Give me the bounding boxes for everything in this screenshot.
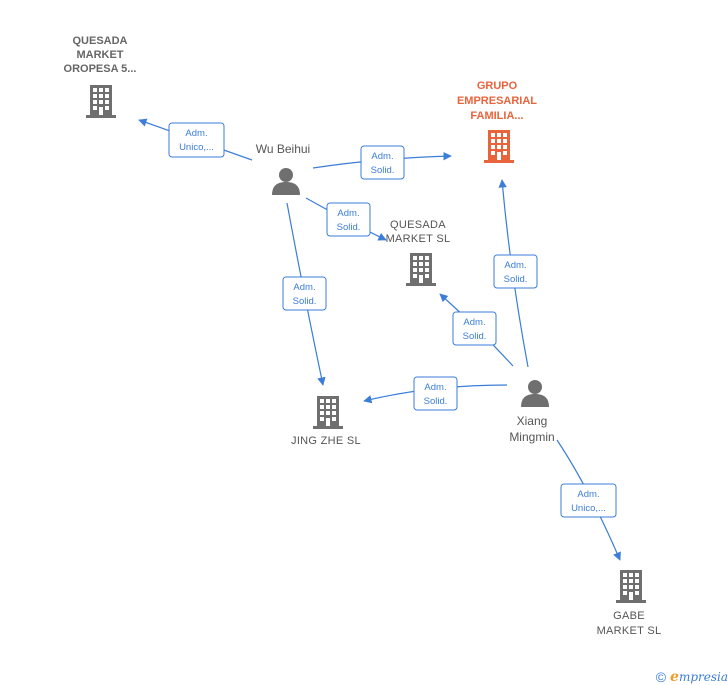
svg-text:FAMILIA...: FAMILIA... <box>470 110 523 122</box>
svg-text:Solid.: Solid. <box>371 165 395 176</box>
svg-text:MARKET SL: MARKET SL <box>597 625 662 637</box>
svg-text:QUESADA: QUESADA <box>72 35 127 47</box>
building-icon <box>616 570 646 603</box>
svg-text:GRUPO: GRUPO <box>477 80 518 92</box>
svg-text:Adm.: Adm. <box>504 260 526 271</box>
role-xiang-jing[interactable]: Adm. Solid. <box>413 376 458 411</box>
role-xiang-grupo[interactable]: Adm. Solid. <box>493 254 538 289</box>
node-quesada-market[interactable]: QUESADA MARKET SL <box>386 219 451 286</box>
role-labels: Adm. Unico,... Adm. Solid. Adm. Solid. A… <box>168 122 617 518</box>
svg-text:Solid.: Solid. <box>424 396 448 407</box>
role-xiang-quesada[interactable]: Adm. Solid. <box>452 311 497 346</box>
edges-layer <box>138 118 621 561</box>
svg-text:Adm.: Adm. <box>337 208 359 219</box>
svg-text:Adm.: Adm. <box>577 489 599 500</box>
person-icon <box>521 380 549 407</box>
svg-text:Unico,...: Unico,... <box>179 142 214 153</box>
node-wu-beihui[interactable]: Wu Beihui <box>256 142 310 195</box>
svg-text:QUESADA: QUESADA <box>390 219 446 231</box>
svg-text:MARKET: MARKET <box>76 49 123 61</box>
svg-text:Xiang: Xiang <box>517 414 548 428</box>
node-quesada-oropesa[interactable]: QUESADA MARKET OROPESA 5... <box>64 35 137 118</box>
building-icon <box>313 396 343 429</box>
svg-text:Solid.: Solid. <box>337 222 361 233</box>
svg-text:Solid.: Solid. <box>504 274 528 285</box>
node-xiang-mingmin[interactable]: Xiang Mingmin <box>509 380 555 444</box>
svg-text:GABE: GABE <box>613 610 645 622</box>
svg-text:Adm.: Adm. <box>424 382 446 393</box>
svg-text:Solid.: Solid. <box>463 331 487 342</box>
svg-text:Unico,...: Unico,... <box>571 503 606 514</box>
svg-text:Solid.: Solid. <box>293 296 317 307</box>
node-grupo-empresarial[interactable]: GRUPO EMPRESARIAL FAMILIA... <box>457 80 537 163</box>
building-icon <box>86 85 116 118</box>
role-xiang-gabe[interactable]: Adm. Unico,... <box>560 483 617 518</box>
node-gabe-market[interactable]: GABE MARKET SL <box>597 570 662 637</box>
svg-text:Adm.: Adm. <box>185 128 207 139</box>
person-icon <box>272 168 300 195</box>
role-wu-quesada[interactable]: Adm. Solid. <box>326 202 371 237</box>
svg-text:MARKET SL: MARKET SL <box>386 233 451 245</box>
empresia-logo[interactable]: empresia <box>670 669 728 685</box>
footer-brand: © empresia <box>656 669 728 685</box>
building-icon <box>406 253 436 286</box>
svg-text:Wu Beihui: Wu Beihui <box>256 142 310 156</box>
svg-text:JING ZHE SL: JING ZHE SL <box>291 435 361 447</box>
copyright-symbol: © <box>655 669 667 685</box>
building-icon <box>484 130 514 163</box>
role-wu-jing[interactable]: Adm. Solid. <box>282 276 327 311</box>
svg-text:Adm.: Adm. <box>463 317 485 328</box>
node-jing-zhe[interactable]: JING ZHE SL <box>291 396 361 447</box>
svg-text:EMPRESARIAL: EMPRESARIAL <box>457 95 537 107</box>
svg-text:Adm.: Adm. <box>371 151 393 162</box>
svg-text:OROPESA 5...: OROPESA 5... <box>64 63 137 75</box>
svg-text:Adm.: Adm. <box>293 282 315 293</box>
role-wu-grupo[interactable]: Adm. Solid. <box>360 145 405 180</box>
svg-text:Mingmin: Mingmin <box>509 430 554 444</box>
role-wu-oropesa[interactable]: Adm. Unico,... <box>168 122 225 158</box>
